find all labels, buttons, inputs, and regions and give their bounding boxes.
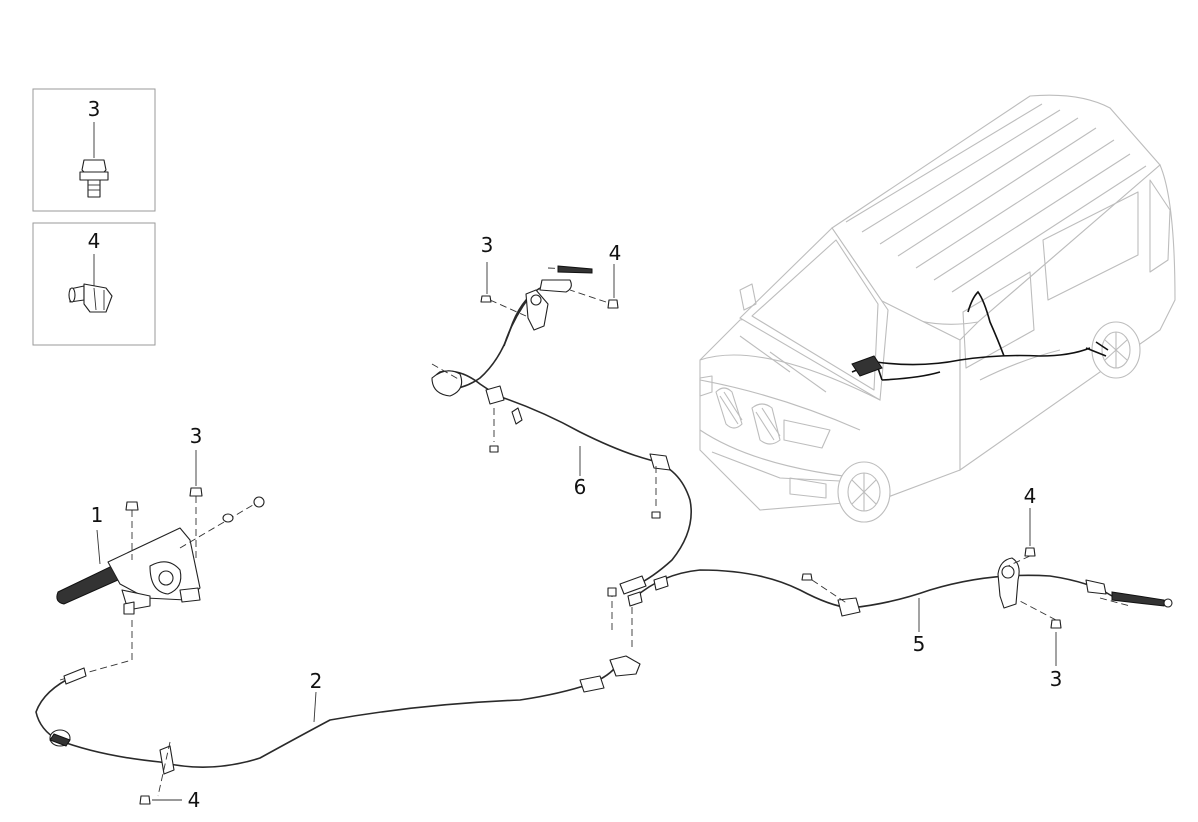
callout-cable-6-bolt-left: 3 bbox=[481, 233, 494, 257]
van-location-illustration bbox=[699, 94, 1176, 523]
hex-bolt-icon bbox=[68, 283, 113, 313]
callout-cable-6-bolt-right: 4 bbox=[609, 241, 622, 265]
brake-cable-6 bbox=[431, 262, 692, 632]
brake-cable-2 bbox=[35, 596, 641, 805]
flange-bolt-icon bbox=[79, 159, 109, 198]
callout-cable-2-bolt: 4 bbox=[188, 788, 201, 812]
detail-box-bolt-3: 3 bbox=[32, 88, 156, 212]
callout-cable-5-bolt-bottom: 3 bbox=[1050, 667, 1063, 691]
detail-box-bolt-4: 4 bbox=[32, 222, 156, 346]
detail-box-bolt-4-label: 4 bbox=[88, 229, 101, 253]
callout-cable-5: 5 bbox=[913, 632, 926, 656]
callout-lever-bolt: 3 bbox=[190, 424, 203, 448]
callout-cable-2: 2 bbox=[310, 669, 323, 693]
parking-brake-lever bbox=[56, 450, 265, 681]
detail-box-bolt-3-label: 3 bbox=[88, 97, 101, 121]
callout-cable-6: 6 bbox=[574, 475, 587, 499]
brake-cable-5 bbox=[627, 508, 1173, 666]
callout-parking-lever: 1 bbox=[91, 503, 104, 527]
callout-cable-5-bolt-top: 4 bbox=[1024, 484, 1037, 508]
